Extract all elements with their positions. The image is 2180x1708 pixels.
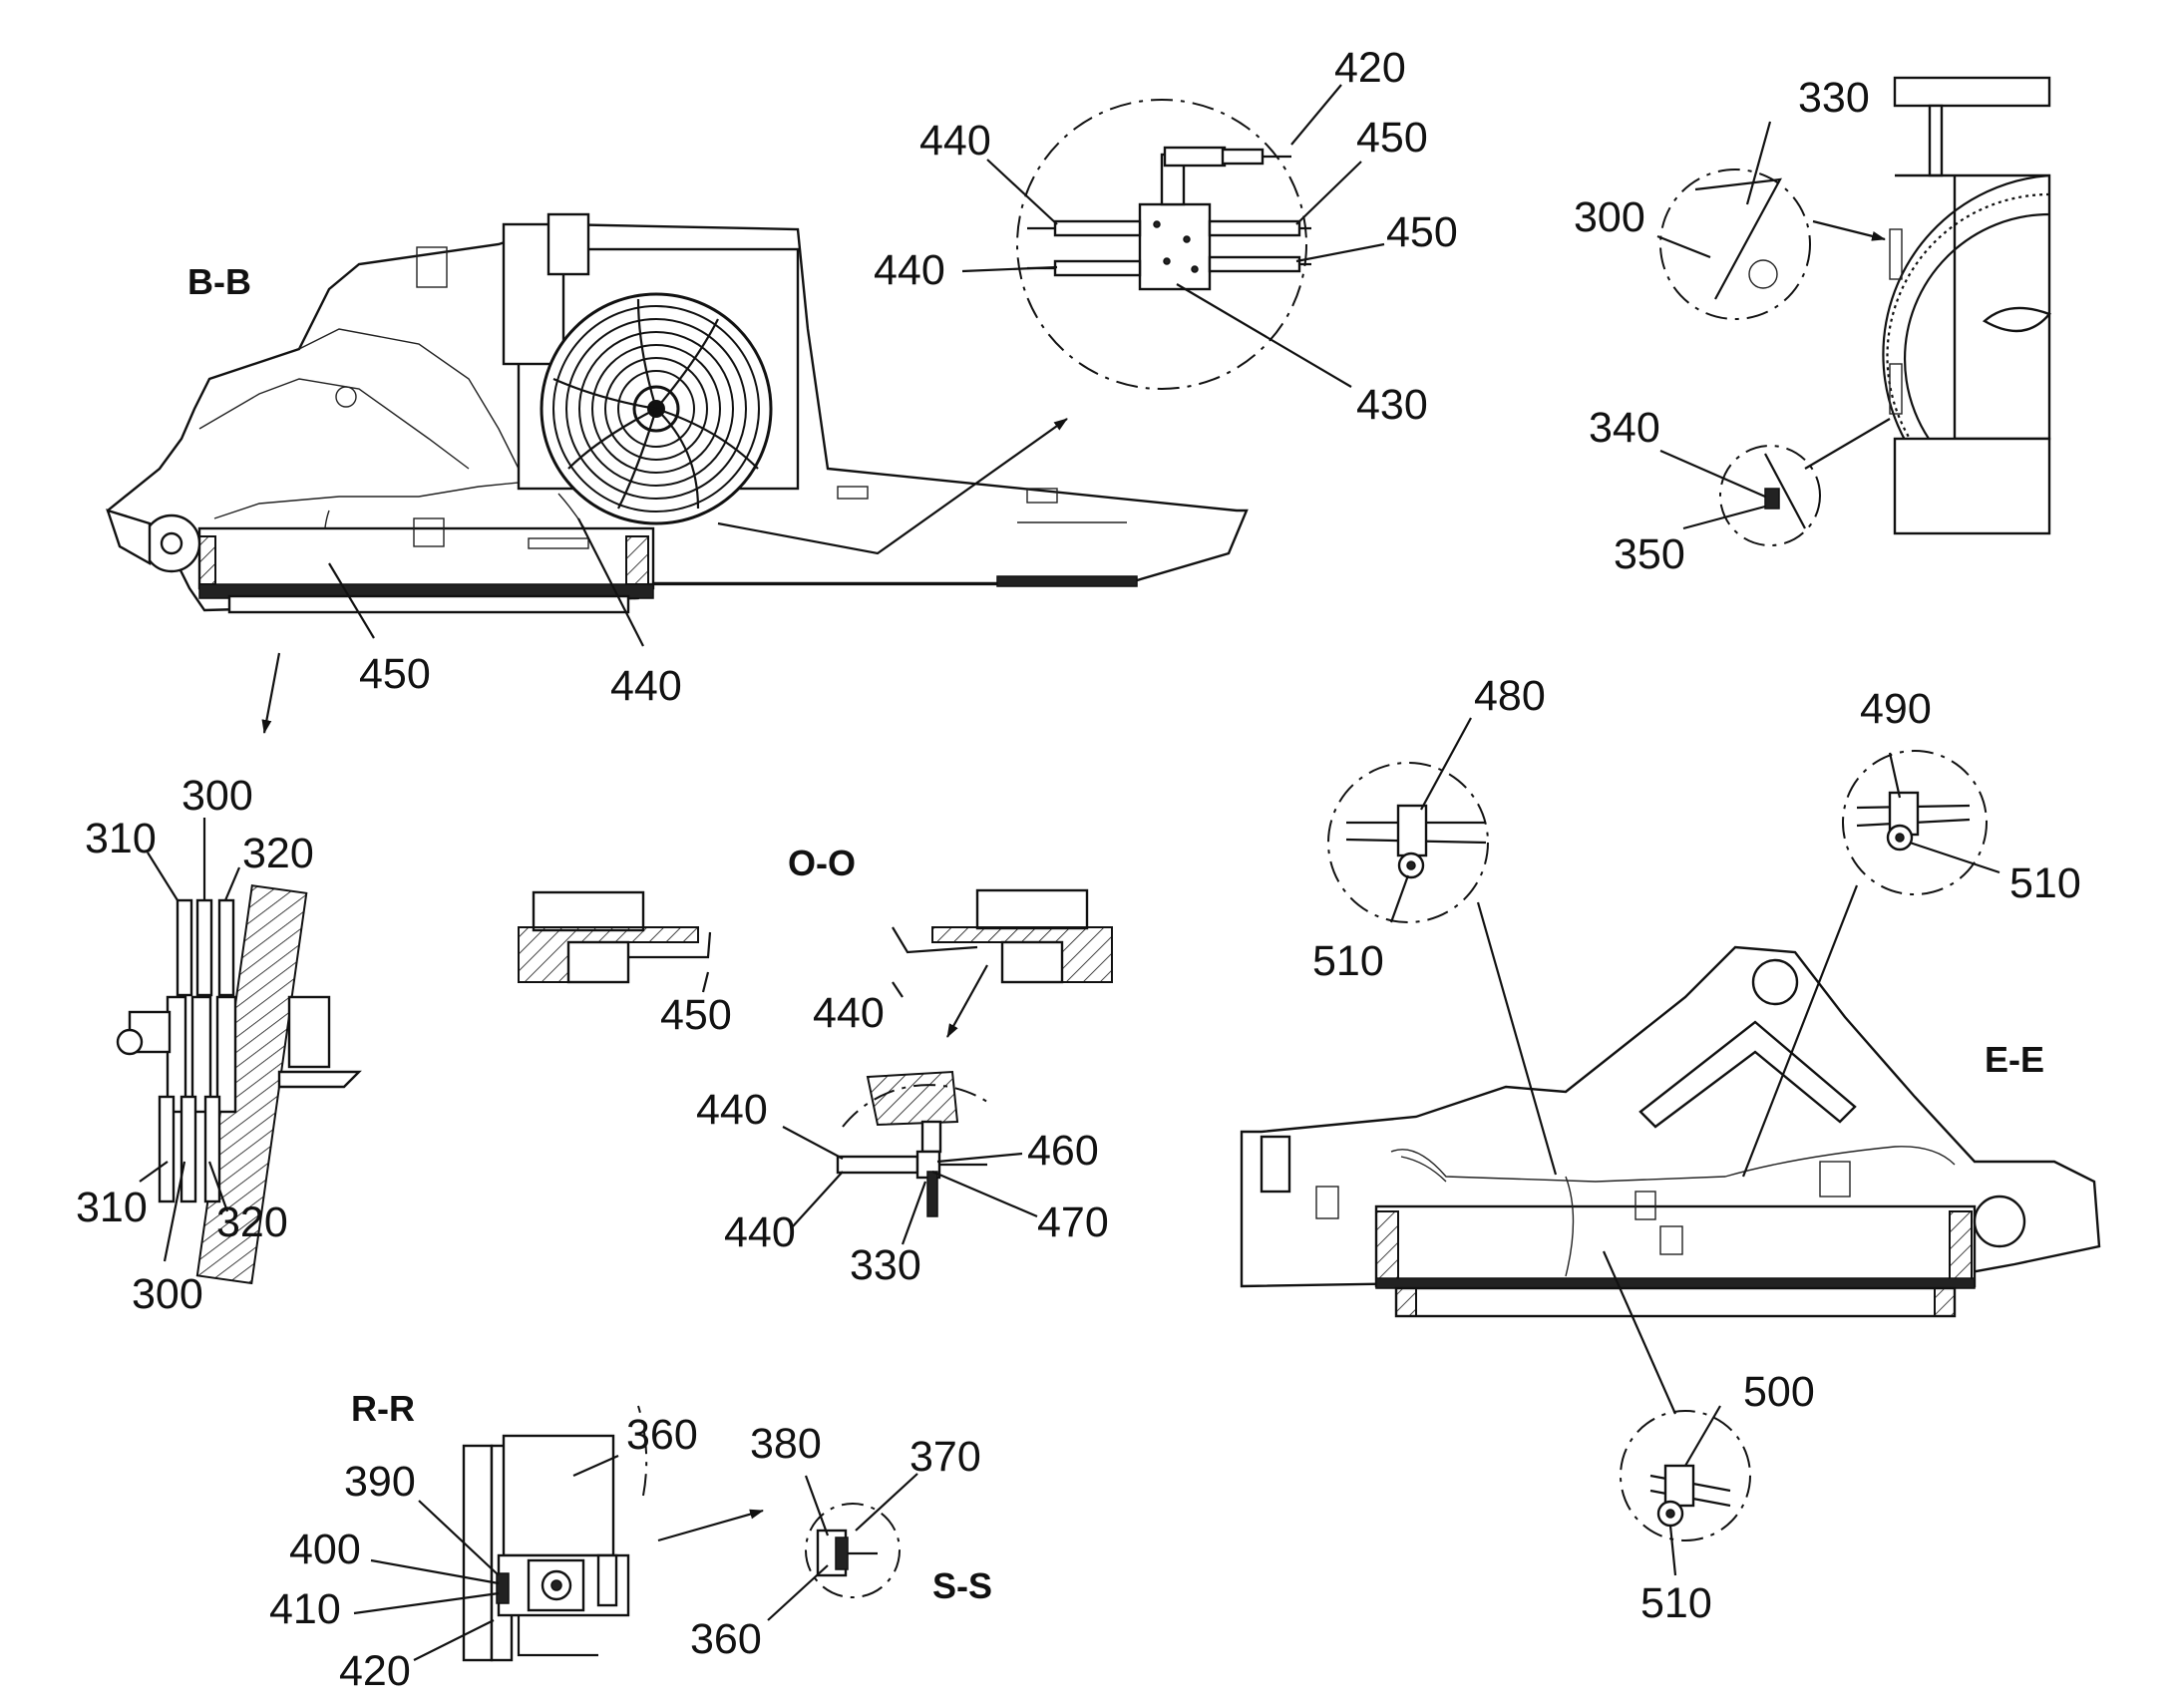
view-bb-machine-side xyxy=(106,212,1249,734)
callout-440-oo-detail-b: 440 xyxy=(724,1208,796,1256)
section-title-rr: R-R xyxy=(351,1388,415,1429)
callout-330-oo-detail: 330 xyxy=(850,1241,921,1289)
callout-510-ee-right: 510 xyxy=(2009,859,2081,907)
callout-440-oo-detail-a: 440 xyxy=(696,1086,768,1134)
callout-510-ee-left: 510 xyxy=(1312,937,1384,985)
detail-valve-block xyxy=(1016,99,1311,390)
callout-470-oo-detail: 470 xyxy=(1037,1198,1109,1246)
view-ee-machine-side xyxy=(1240,750,2101,1541)
callout-390-rr: 390 xyxy=(344,1458,416,1506)
callout-350-top: 350 xyxy=(1614,530,1685,578)
callout-450-detail-a: 450 xyxy=(1356,114,1428,162)
callout-400-rr: 400 xyxy=(289,1526,361,1573)
callout-460-oo-detail: 460 xyxy=(1027,1127,1099,1175)
view-manifold-hoses xyxy=(116,884,362,1285)
callout-410-rr: 410 xyxy=(269,1585,341,1633)
callout-300-top: 300 xyxy=(1574,193,1645,241)
callout-440-bb: 440 xyxy=(610,662,682,710)
callout-300-upper: 300 xyxy=(182,772,253,820)
callout-510-ee-bottom: 510 xyxy=(1640,1579,1712,1627)
callout-320-lower: 320 xyxy=(216,1198,288,1246)
callout-330-top: 330 xyxy=(1798,74,1870,122)
view-rr-section xyxy=(462,1405,901,1662)
callout-300-lower: 300 xyxy=(132,1270,203,1318)
callout-370-ss: 370 xyxy=(909,1433,981,1481)
detail-rotary-frame xyxy=(1659,76,2052,546)
callout-320-upper: 320 xyxy=(242,830,314,877)
callout-490-ee: 490 xyxy=(1860,685,1932,733)
callout-360-ss: 360 xyxy=(690,1615,762,1663)
callout-310-upper: 310 xyxy=(85,815,157,862)
callout-500-ee: 500 xyxy=(1743,1368,1815,1416)
callout-450-bb: 450 xyxy=(359,650,431,698)
section-title-ss: S-S xyxy=(932,1565,992,1606)
distribution-block-icon xyxy=(1138,202,1212,291)
callout-440-detail-a: 440 xyxy=(919,117,991,165)
callout-310-lower: 310 xyxy=(76,1184,148,1231)
callout-440-oo: 440 xyxy=(813,989,885,1037)
callout-380-ss: 380 xyxy=(750,1420,822,1468)
view-oo-section xyxy=(518,888,1113,1217)
section-title-ee: E-E xyxy=(1985,1039,2044,1080)
hose-clamp-icon xyxy=(1396,804,1428,879)
radiator-fan-icon xyxy=(540,292,773,525)
callout-480-ee: 480 xyxy=(1474,672,1546,720)
callout-360-rr: 360 xyxy=(626,1411,698,1459)
callout-420-rr: 420 xyxy=(339,1647,411,1695)
callout-450-detail-b: 450 xyxy=(1386,208,1458,256)
callout-450-oo: 450 xyxy=(660,991,732,1039)
callout-440-detail-b: 440 xyxy=(874,246,945,294)
callout-340-top: 340 xyxy=(1589,404,1660,452)
section-title-oo: O-O xyxy=(788,843,856,883)
callout-420-detail: 420 xyxy=(1334,44,1406,92)
section-title-bb: B-B xyxy=(187,261,251,302)
callout-430-detail: 430 xyxy=(1356,381,1428,429)
